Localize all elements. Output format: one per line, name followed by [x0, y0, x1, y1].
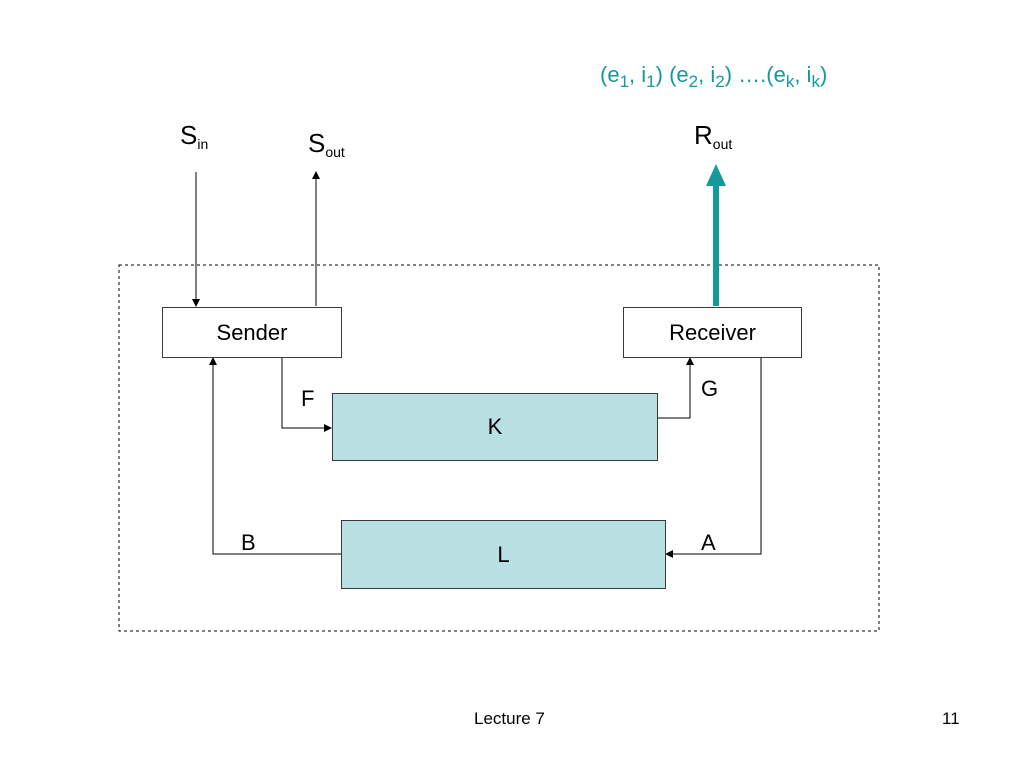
trace-part: ): [819, 62, 828, 87]
channel-l: L: [341, 520, 666, 589]
channel-k-label: K: [487, 414, 503, 439]
s-out-subscript: out: [325, 144, 345, 160]
f-connection: [281, 358, 332, 432]
r-out-arrow-head: [706, 164, 726, 186]
trace-part: , i: [629, 62, 647, 87]
trace-subscript: 1: [619, 72, 630, 91]
b-connection: [209, 357, 341, 555]
system-boundary: [118, 264, 880, 632]
channel-k: K: [332, 393, 658, 461]
trace-part: , i: [698, 62, 716, 87]
trace-subscript: k: [785, 72, 795, 91]
trace-sequence: (e1, i1) (e2, i2) ….(ek, ik): [600, 62, 828, 91]
r-out-subscript: out: [712, 136, 733, 152]
trace-subscript: 2: [688, 72, 699, 91]
footer-lecture: Lecture 7: [474, 709, 545, 728]
trace-subscript: k: [811, 72, 820, 91]
f-label: F: [301, 386, 315, 411]
s-in-main: S: [180, 120, 198, 150]
s-in-subscript: in: [197, 136, 209, 152]
receiver-box: Receiver: [623, 307, 802, 358]
trace-subscript: 2: [715, 72, 725, 91]
r-out-main: R: [694, 120, 713, 150]
trace-part: , i: [794, 62, 812, 87]
s-out-main: S: [308, 128, 326, 158]
channel-l-label: L: [497, 541, 510, 567]
footer-page-number: 11: [942, 709, 960, 728]
trace-subscript: 1: [646, 72, 656, 91]
a-connection: [665, 358, 762, 558]
b-label: B: [241, 530, 256, 555]
s-in-label: Sin: [180, 122, 208, 151]
receiver-label: Receiver: [669, 319, 756, 345]
trace-part: ) ….(e: [724, 62, 786, 87]
s-out-label: Sout: [308, 130, 345, 159]
r-out-label: Rout: [694, 122, 732, 151]
sender-label: Sender: [216, 319, 288, 345]
g-label: G: [701, 376, 719, 401]
g-connection: [657, 357, 694, 419]
sender-box: Sender: [162, 307, 342, 358]
a-label: A: [701, 530, 716, 555]
trace-part: ) (e: [655, 62, 689, 87]
trace-part: (e: [600, 62, 620, 87]
